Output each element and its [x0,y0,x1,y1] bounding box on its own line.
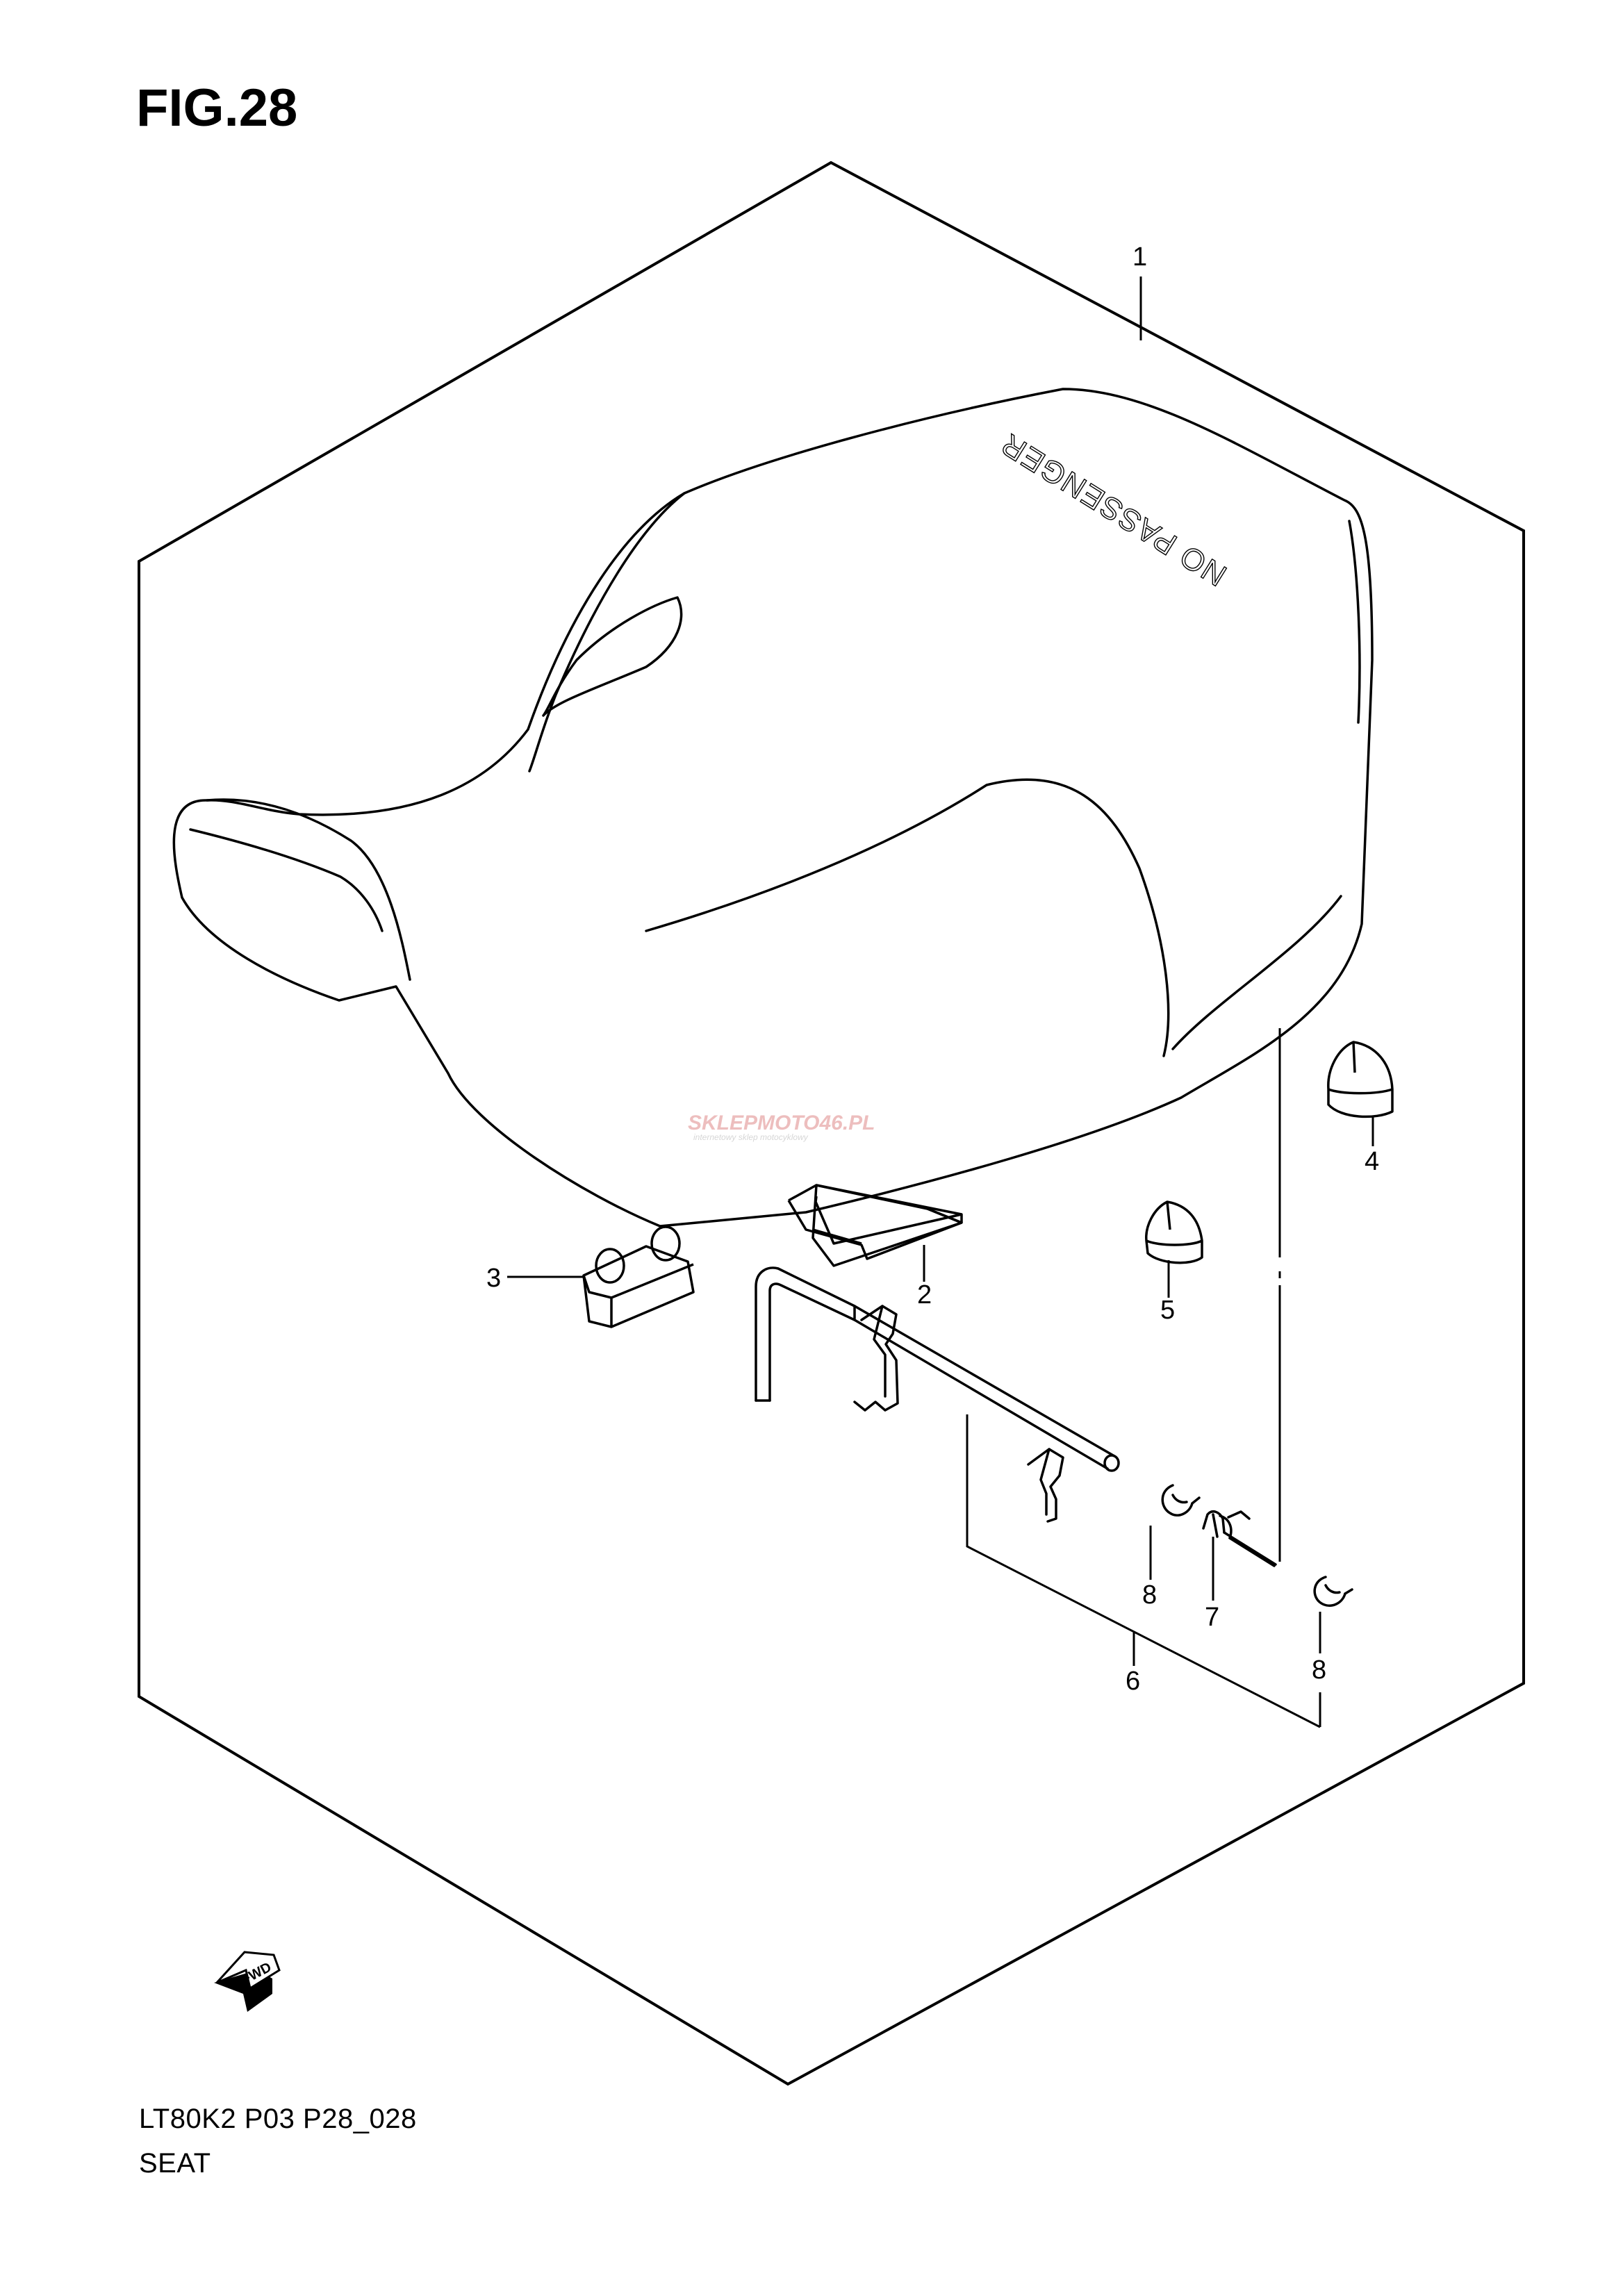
model-code: LT80K2 P03 P28_028 [139,2104,417,2134]
callout-8-right: 8 [1312,1655,1326,1685]
bracket-part-3 [582,1225,695,1328]
seat-lock-rod-part-6 [755,1266,1120,1523]
callout-2: 2 [917,1280,932,1310]
callout-4: 4 [1365,1147,1379,1176]
leader-8-right [1278,1028,1321,1727]
hexagon-frame [138,160,1525,2086]
spring-part-7 [1202,1510,1277,1567]
seat-part [172,388,1374,1228]
watermark: SKLEPMOTO46.PL internetowy sklep motocyk… [688,1112,875,1142]
section-name: SEAT [139,2148,211,2179]
figure-title: FIG.28 [136,79,298,138]
callout-5: 5 [1160,1296,1175,1325]
callout-8-left: 8 [1142,1580,1157,1610]
seat-marking-text: NO PASSENGER [995,427,1233,593]
forward-arrow-icon: FWD [214,1951,281,2012]
callout-7: 7 [1205,1603,1219,1632]
clip-part-8-right [1313,1576,1353,1607]
leader-6 [966,1414,1321,1728]
cushion-part-4 [1327,1041,1394,1118]
watermark-tagline: internetowy sklep motocyklowy [693,1132,808,1142]
callout-3: 3 [486,1264,501,1293]
cushion-part-5 [1145,1200,1203,1264]
watermark-text: SKLEPMOTO46.PL [688,1112,875,1134]
callout-6: 6 [1126,1667,1140,1696]
callout-1: 1 [1132,242,1147,272]
pad-part-2 [787,1184,963,1267]
clip-part-8-left [1161,1484,1201,1517]
